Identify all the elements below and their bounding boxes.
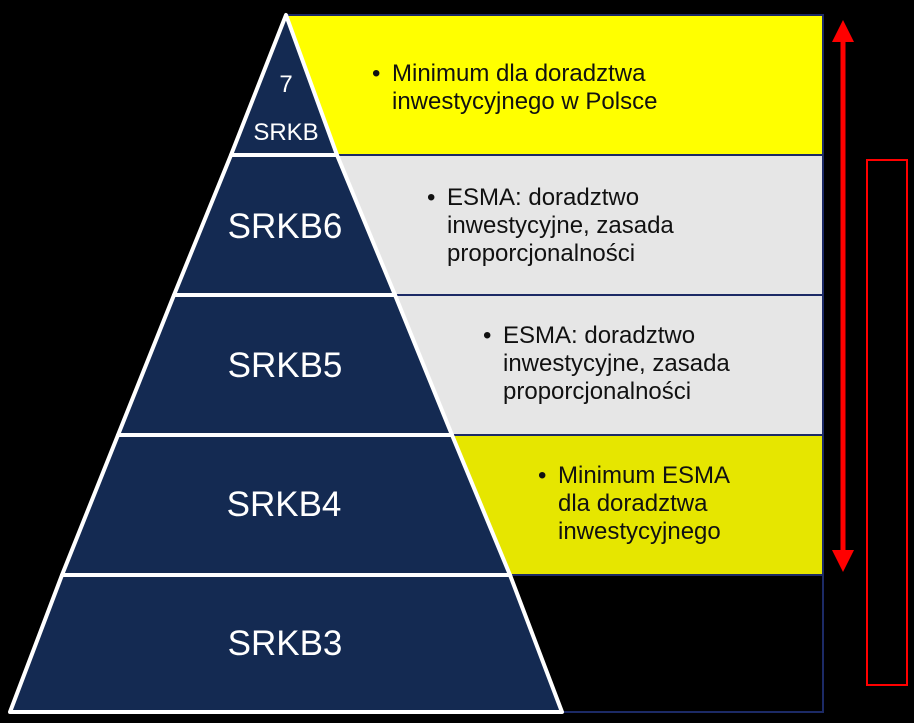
level-6-description: • ESMA: doradztwo inwestycyjne, zasada p… xyxy=(427,184,674,268)
bullet-icon: • xyxy=(372,60,381,87)
desc-line: inwestycyjne, zasada xyxy=(447,212,674,239)
desc-line: dla doradztwa xyxy=(558,490,708,517)
desc-line: ESMA: doradztwo xyxy=(447,184,640,211)
level-5-description: • ESMA: doradztwo inwestycyjne, zasada p… xyxy=(483,322,730,406)
desc-line: ESMA: doradztwo xyxy=(503,322,696,349)
level-7-description: • Minimum dla doradztwa inwestycyjnego w… xyxy=(372,60,658,116)
desc-line: Minimum dla doradztwa xyxy=(392,60,646,87)
pyramid-tier-3 xyxy=(8,573,564,714)
red-outline-box xyxy=(866,159,908,686)
desc-line: inwestycyjnego xyxy=(558,518,721,545)
desc-line: proporcjonalności xyxy=(503,378,692,405)
tier-6-label: SRKB6 xyxy=(228,207,343,246)
bullet-icon: • xyxy=(538,462,547,489)
bullet-icon: • xyxy=(483,322,492,349)
tier-5-label: SRKB5 xyxy=(228,346,343,385)
double-arrow-icon xyxy=(832,20,854,572)
tier-3-label: SRKB3 xyxy=(228,624,343,663)
desc-line: inwestycyjnego w Polsce xyxy=(392,88,658,115)
desc-line: proporcjonalności xyxy=(447,240,636,267)
bullet-icon: • xyxy=(427,184,436,211)
tier-7-label-line2: SRKB xyxy=(253,119,318,146)
desc-line: Minimum ESMA xyxy=(558,462,731,489)
level-4-description: • Minimum ESMA dla doradztwa inwestycyjn… xyxy=(538,462,731,546)
desc-line: inwestycyjne, zasada xyxy=(503,350,730,377)
band-level-3 xyxy=(508,574,824,713)
tier-7-label-line1: 7 xyxy=(279,71,292,98)
tier-4-label: SRKB4 xyxy=(227,485,342,524)
